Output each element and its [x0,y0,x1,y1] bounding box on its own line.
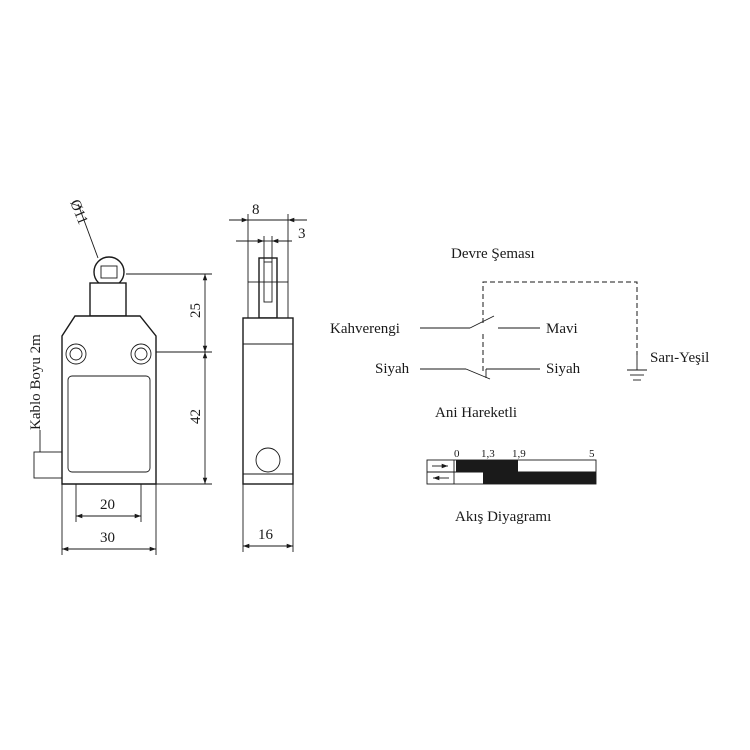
switch-body [61,315,157,485]
diameter-label: Ø11 [66,198,90,227]
cable-stub [33,451,63,479]
circuit-diagram: Devre Şeması Kahverengi Mavi Siyah Siyah… [330,246,709,421]
travel-bar-top [456,460,518,472]
circuit-title: Devre Şeması [451,246,535,262]
ground-label: Sarı-Yeşil [650,350,709,366]
mounting-hole-left-inner [69,347,83,361]
dim-width-inner: 20 [100,497,115,513]
dim-height-body: 42 [188,409,204,424]
wire-black-right-label: Siyah [546,361,581,377]
label-plate [67,375,151,473]
mounting-hole-left [65,343,87,365]
tick-1-3: 1,3 [481,448,495,460]
plunger [89,282,127,317]
dim-height-top: 25 [188,303,204,318]
side-plunger-block [258,257,278,319]
tick-0: 0 [454,448,460,460]
dim-top-width: 8 [252,202,260,218]
cable-length-label: Kablo Boyu 2m [28,334,44,430]
dim-plunger: 3 [298,226,306,242]
side-body [242,317,294,485]
travel-title: Akış Diyagramı [455,509,551,525]
mounting-hole-right [130,343,152,365]
dim-width-outer: 30 [100,530,115,546]
travel-diagram: 0 1,3 1,9 5 Akış Diyagramı [426,448,597,525]
mounting-hole-right-inner [134,347,148,361]
dim-side-width: 16 [258,527,274,543]
travel-bar-bottom [483,472,596,484]
wire-blue-label: Mavi [546,321,578,337]
wire-black-left-label: Siyah [375,361,410,377]
side-view: 8 3 16 [229,202,307,552]
ground-icon [627,355,647,381]
roller-axle [100,265,118,279]
side-cable-gland [255,447,281,473]
tick-1-9: 1,9 [512,448,526,460]
tick-5: 5 [589,448,595,460]
front-view: Ø11 Kablo Boyu 2m 25 42 20 30 [28,198,212,555]
wire-brown-label: Kahverengi [330,321,400,337]
action-label: Ani Hareketli [435,405,517,421]
